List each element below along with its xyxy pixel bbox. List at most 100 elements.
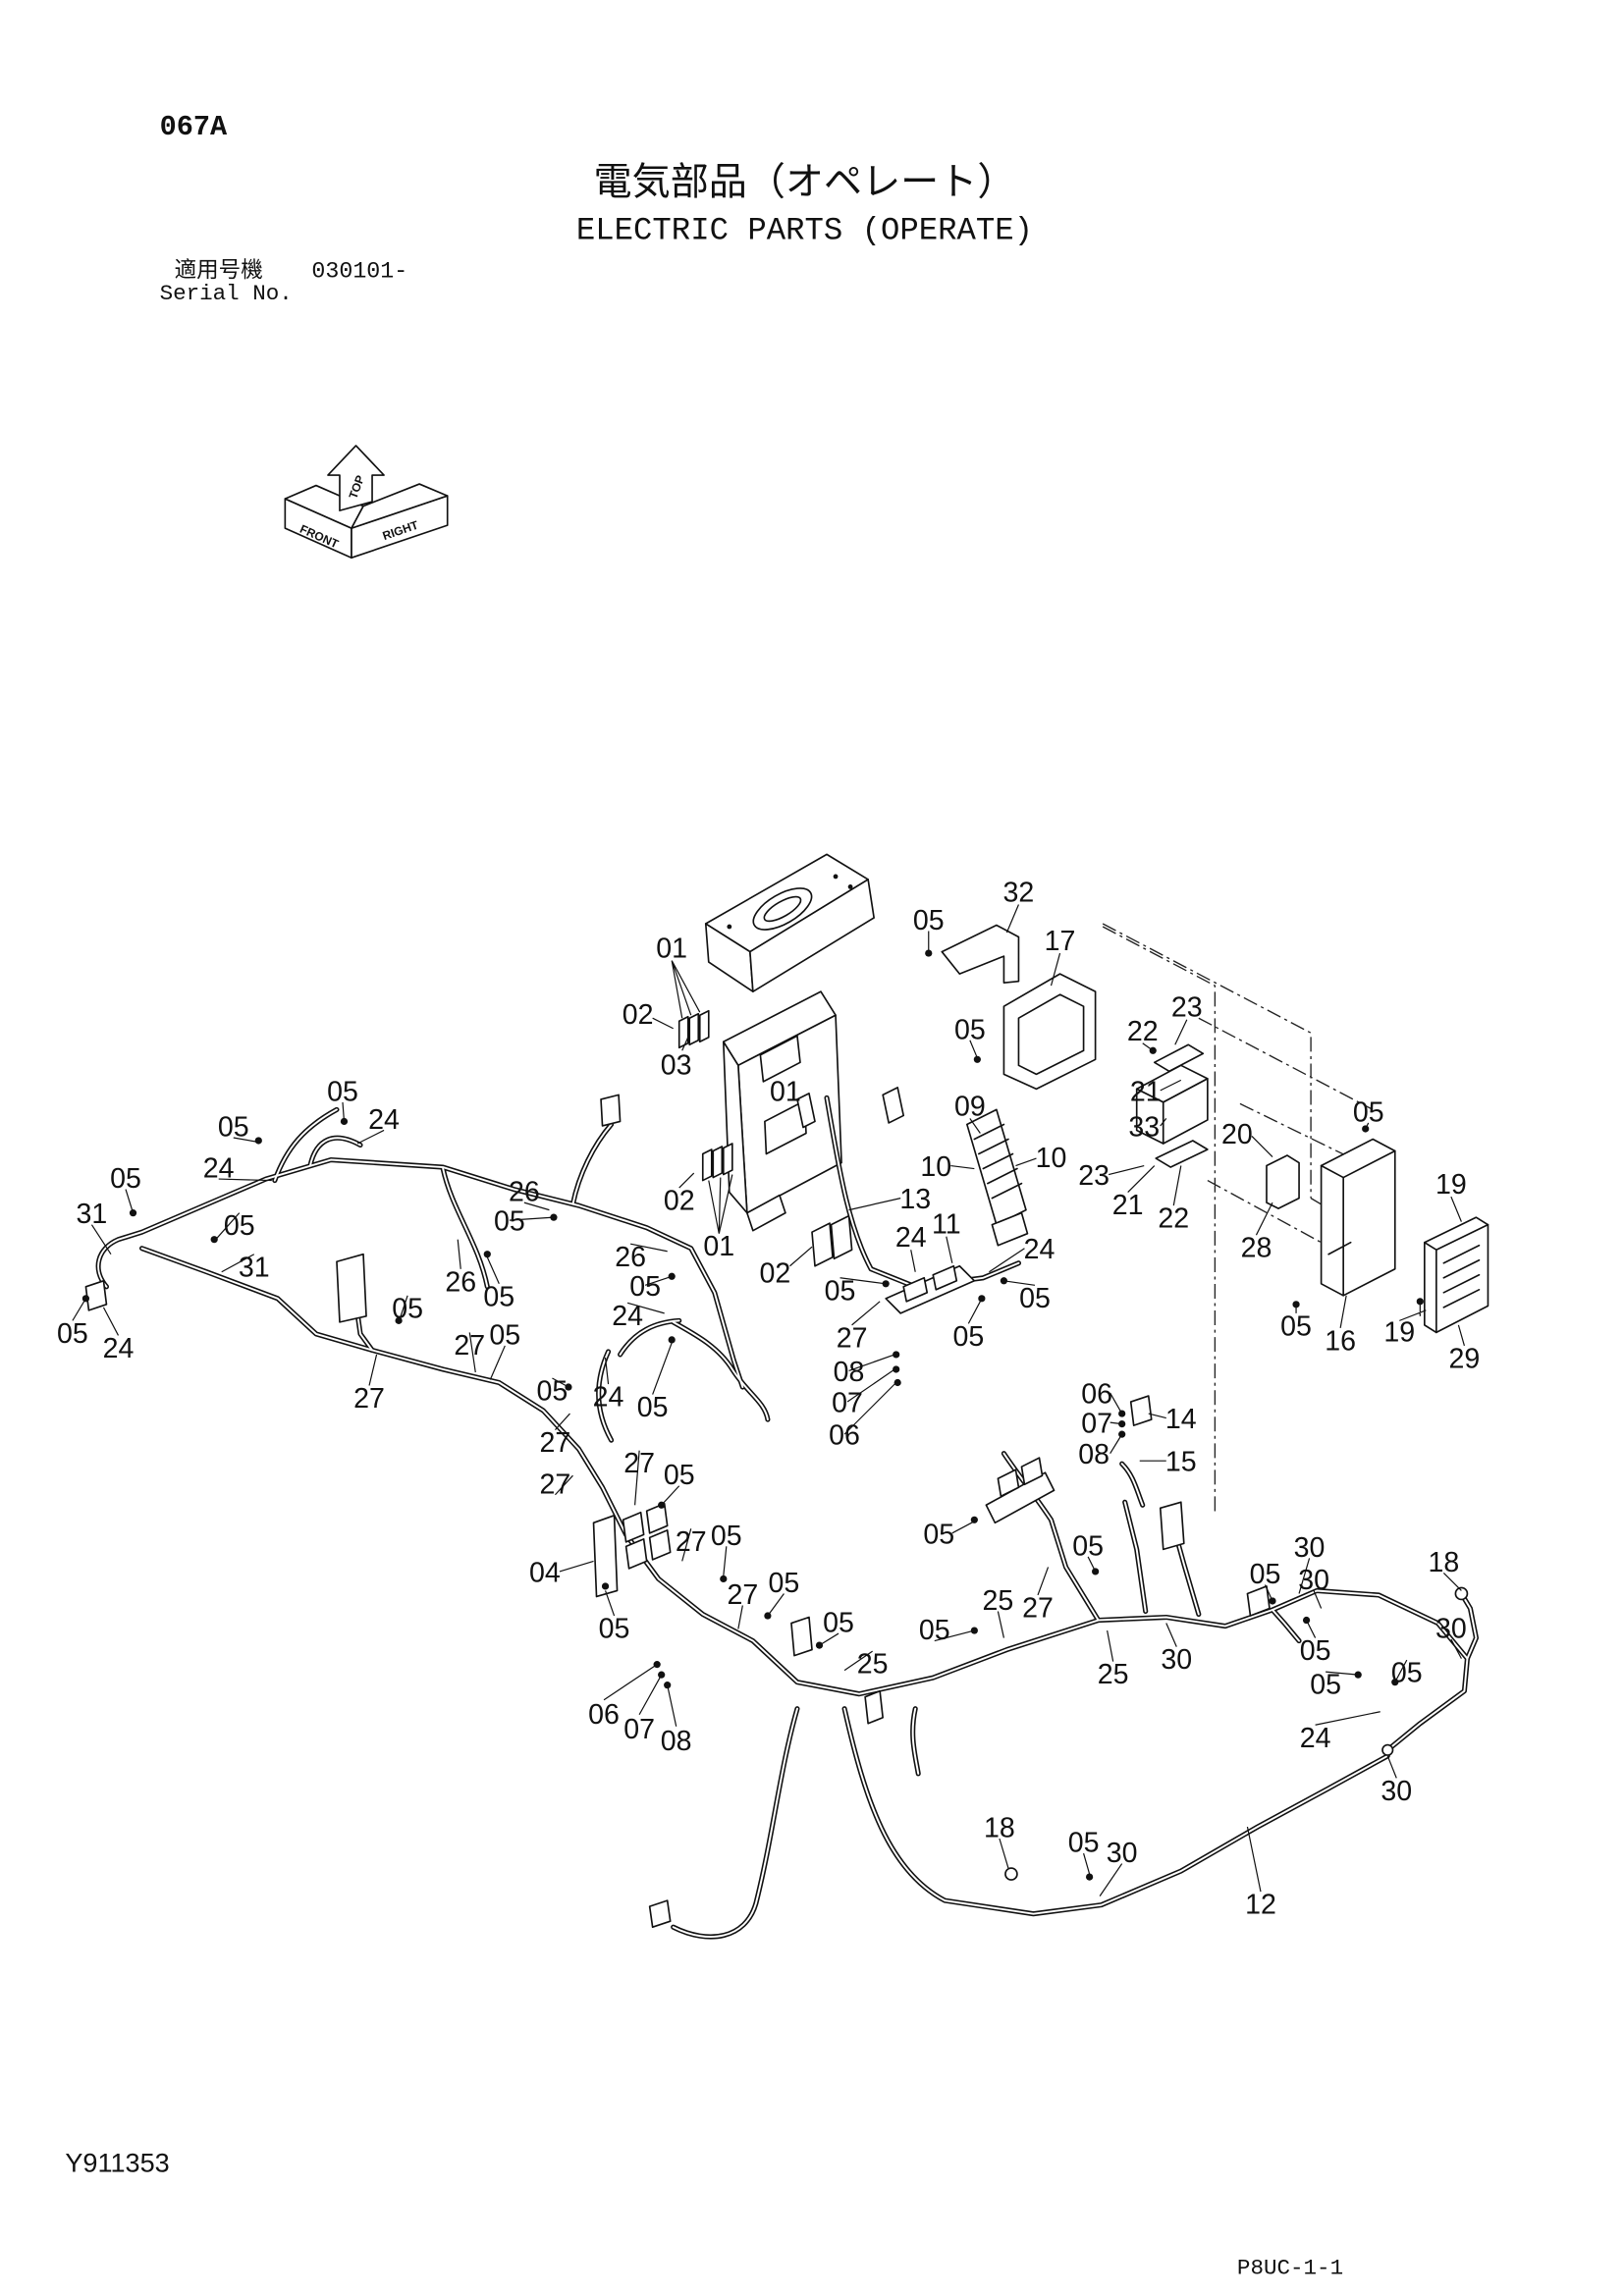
bolt-symbol: [893, 1351, 900, 1359]
bolt-symbol: [81, 1295, 90, 1303]
serial-number-range: 030101-: [311, 259, 407, 285]
controller-33: [1135, 1064, 1209, 1145]
callout-label: 05: [494, 1206, 525, 1238]
callout-label: 23: [1078, 1160, 1110, 1192]
title-english: ELECTRIC PARTS (OPERATE): [576, 213, 1033, 249]
bolt-symbol: [893, 1365, 900, 1373]
plate-22-lower: [1155, 1140, 1209, 1168]
callout-label: 02: [664, 1186, 695, 1217]
page-number: P8UC-1-1: [1237, 2255, 1343, 2280]
bolt-symbol: [978, 1295, 986, 1303]
bolt-symbol: [601, 1582, 610, 1590]
callout-label: 23: [1171, 992, 1203, 1024]
callout-label: 05: [489, 1319, 520, 1351]
callout-label: 24: [103, 1333, 135, 1364]
callout-label: 28: [1241, 1233, 1272, 1264]
callout-label: 32: [1003, 877, 1035, 908]
serial-label-japanese: 適用号機: [175, 258, 263, 283]
bolt-symbol: [1269, 1597, 1276, 1605]
callout-label: 07: [832, 1388, 863, 1419]
callout-label: 05: [218, 1111, 249, 1143]
callout-label: 30: [1161, 1644, 1192, 1676]
bolt-symbol: [1118, 1430, 1126, 1438]
callout-label: 27: [727, 1579, 758, 1611]
bolt-symbol: [653, 1661, 661, 1669]
wire-harness: [95, 1095, 1480, 1940]
serial-label-english: Serial No.: [160, 281, 293, 306]
callout-label: 15: [1165, 1447, 1197, 1478]
page-code: 067A: [160, 111, 228, 143]
callout-label: 05: [537, 1376, 568, 1408]
bolt-symbol: [395, 1316, 403, 1324]
bolt-symbol: [1354, 1671, 1362, 1679]
callout-label: 05: [1068, 1828, 1100, 1859]
callout-label: 10: [1036, 1143, 1067, 1174]
callout-label: 24: [368, 1104, 400, 1136]
bolt-symbol: [973, 1055, 981, 1063]
callout-label: 33: [1128, 1111, 1160, 1143]
callout-label: 10: [920, 1151, 951, 1183]
bolt-symbol: [720, 1575, 728, 1583]
drawing-number: Y911353: [65, 2149, 169, 2178]
bolt-symbol: [1085, 1873, 1094, 1881]
callout-label: 17: [1045, 926, 1076, 957]
callout-label: 18: [1428, 1547, 1459, 1578]
bolt-symbol: [925, 949, 933, 957]
bolt-symbol: [340, 1117, 349, 1126]
callout-label: 05: [1310, 1670, 1341, 1701]
orientation-icon: FRONT RIGHT TOP: [284, 445, 449, 560]
bracket-32: [941, 924, 1020, 984]
callout-label: 07: [1081, 1409, 1112, 1440]
callout-label: 05: [1280, 1310, 1312, 1342]
callout-label: 24: [612, 1301, 643, 1332]
callout-label: 27: [454, 1330, 485, 1362]
callout-label: 05: [923, 1519, 954, 1550]
bolt-symbol: [658, 1671, 666, 1679]
bolt-symbol: [1391, 1679, 1399, 1686]
callout-label: 26: [615, 1242, 646, 1273]
callout-label: 03: [661, 1049, 692, 1081]
relay-28: [1266, 1154, 1300, 1209]
callout-label: 05: [327, 1076, 358, 1107]
callout-label: 18: [984, 1813, 1015, 1844]
callout-label: 05: [954, 1014, 986, 1045]
callout-label: 24: [895, 1222, 927, 1254]
callout-label: 21: [1112, 1190, 1144, 1221]
callout-label: 05: [919, 1615, 950, 1646]
bolt-symbol: [1416, 1298, 1424, 1306]
bolt-symbol: [668, 1272, 676, 1280]
callout-label: 05: [1072, 1530, 1104, 1562]
frame-17: [1002, 973, 1097, 1091]
monitor-housing: [704, 853, 875, 992]
bolt-symbol: [210, 1236, 218, 1244]
callout-label: 05: [1353, 1096, 1384, 1128]
callout-label: 05: [110, 1163, 141, 1195]
callout-label: 05: [825, 1275, 856, 1307]
callout-label: 08: [834, 1357, 865, 1388]
callout-label: 30: [1294, 1532, 1326, 1564]
callout-label: 27: [623, 1448, 655, 1479]
bolt-symbol: [815, 1641, 824, 1649]
bolt-symbol: [658, 1501, 666, 1509]
callout-label: 05: [599, 1614, 630, 1645]
callout-label: 21: [1130, 1076, 1162, 1107]
switch-panel: [677, 990, 905, 1267]
callout-label: 05: [823, 1608, 854, 1639]
callout-label: 05: [224, 1210, 255, 1242]
callout-label: 24: [1300, 1723, 1331, 1754]
callout-label: 05: [629, 1271, 661, 1303]
callout-label: 30: [1435, 1614, 1467, 1645]
callout-label: 27: [837, 1322, 868, 1354]
callout-label: 27: [540, 1468, 571, 1500]
callout-label: 12: [1245, 1890, 1276, 1921]
callout-label: 14: [1165, 1404, 1197, 1435]
callout-label: 08: [661, 1726, 692, 1757]
callout-label: 06: [588, 1699, 620, 1731]
callout-label: 02: [760, 1257, 791, 1289]
accelerator-pedal: [966, 1108, 1029, 1247]
callout-label: 06: [829, 1420, 860, 1452]
bolt-symbol: [1302, 1616, 1311, 1625]
callout-label: 05: [483, 1281, 514, 1312]
callout-label: 24: [203, 1153, 235, 1185]
